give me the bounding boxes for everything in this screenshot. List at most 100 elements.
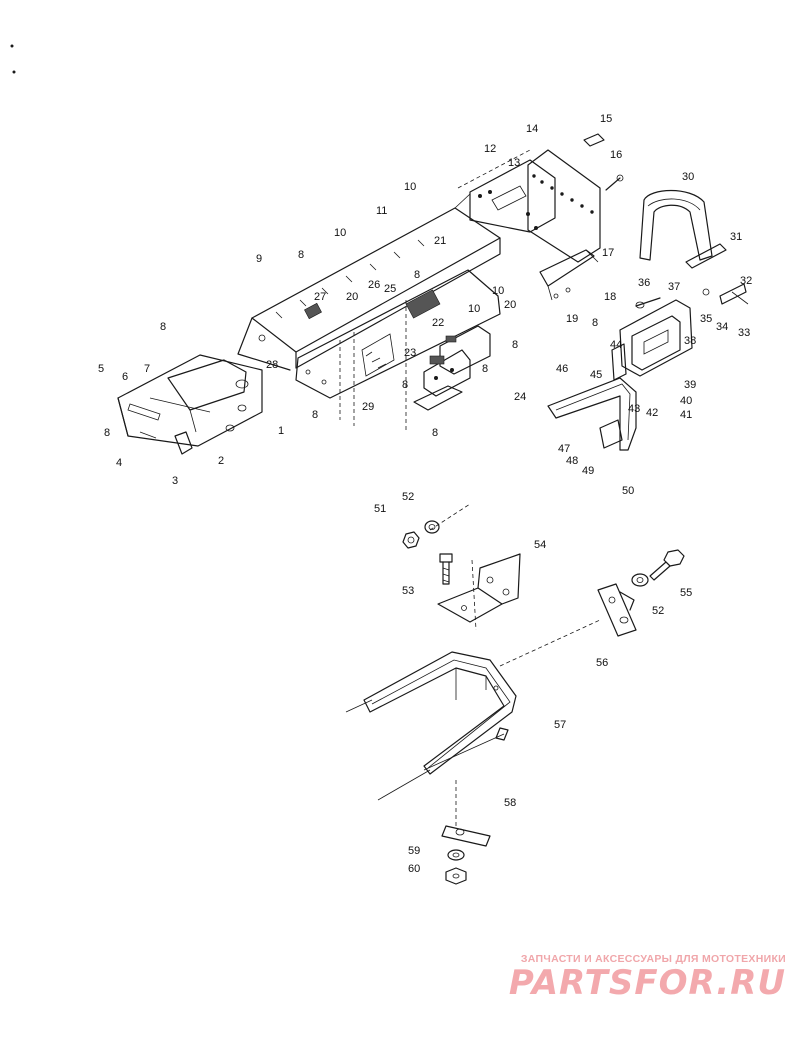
callout-15: 15 [600, 113, 612, 125]
callout-28: 28 [266, 359, 278, 371]
callout-54: 54 [534, 539, 546, 551]
callout-46: 46 [556, 363, 568, 375]
callout-5: 5 [98, 363, 104, 375]
callout-29: 29 [362, 401, 374, 413]
callout-8: 8 [402, 379, 408, 391]
callout-8: 8 [312, 409, 318, 421]
callout-57: 57 [554, 719, 566, 731]
callout-43: 43 [628, 403, 640, 415]
bolt-53 [439, 553, 453, 585]
washer-59 [447, 849, 465, 861]
callout-10: 10 [492, 285, 504, 297]
callout-10: 10 [334, 227, 346, 239]
brackets-22-24 [413, 325, 491, 411]
callout-9: 9 [256, 253, 262, 265]
callout-8: 8 [482, 363, 488, 375]
callout-40: 40 [680, 395, 692, 407]
callout-56: 56 [596, 657, 608, 669]
callout-53: 53 [402, 585, 414, 597]
callout-16: 16 [610, 149, 622, 161]
callout-21: 21 [434, 235, 446, 247]
callout-19: 19 [566, 313, 578, 325]
callout-4: 4 [116, 457, 122, 469]
callout-58: 58 [504, 797, 516, 809]
callout-17: 17 [602, 247, 614, 259]
callout-8: 8 [592, 317, 598, 329]
callout-36: 36 [638, 277, 650, 289]
stray-mark [12, 70, 16, 74]
mount-bracket-54 [437, 553, 521, 623]
callout-24: 24 [514, 391, 526, 403]
rear-brace [539, 249, 599, 301]
callout-37: 37 [668, 281, 680, 293]
callout-3: 3 [172, 475, 178, 487]
stray-mark [10, 44, 14, 48]
callout-44: 44 [610, 339, 622, 351]
callout-60: 60 [408, 863, 420, 875]
center-line [471, 559, 477, 631]
rear-bumper-loop [547, 377, 637, 451]
callout-14: 14 [526, 123, 538, 135]
pin-36 [635, 297, 661, 309]
callout-10: 10 [404, 181, 416, 193]
callout-7: 7 [144, 363, 150, 375]
watermark: ЗАПЧАСТИ И АКСЕССУАРЫ ДЛЯ МОТОТЕХНИКИ PA… [509, 953, 786, 1001]
callout-10: 10 [468, 303, 480, 315]
callout-20: 20 [346, 291, 358, 303]
rear-bumper-block [469, 159, 556, 233]
flap-plate [583, 133, 605, 147]
callout-8: 8 [298, 249, 304, 261]
callout-26: 26 [368, 279, 380, 291]
callout-31: 31 [730, 231, 742, 243]
tunnel [237, 149, 531, 371]
callout-8: 8 [104, 427, 110, 439]
callout-39: 39 [684, 379, 696, 391]
callout-51: 51 [374, 503, 386, 515]
nut-60 [445, 867, 467, 885]
callout-12: 12 [484, 143, 496, 155]
callout-42: 42 [646, 407, 658, 419]
callout-52: 52 [402, 491, 414, 503]
grab-handle [685, 243, 727, 269]
watermark-logo: PARTSFOR.RU [508, 963, 786, 1003]
callout-34: 34 [716, 321, 728, 333]
callout-59: 59 [408, 845, 420, 857]
front-pan [117, 354, 263, 455]
callout-50: 50 [622, 485, 634, 497]
running-board [295, 269, 501, 432]
callout-6: 6 [122, 371, 128, 383]
callout-20: 20 [504, 299, 516, 311]
callout-8: 8 [414, 269, 420, 281]
seat-back [639, 190, 713, 261]
center-line [499, 619, 601, 667]
snow-flap [527, 149, 601, 263]
callout-22: 22 [432, 317, 444, 329]
flap-screw [605, 174, 624, 191]
callout-23: 23 [404, 347, 416, 359]
callout-49: 49 [582, 465, 594, 477]
callout-55: 55 [680, 587, 692, 599]
callout-25: 25 [384, 283, 396, 295]
callout-45: 45 [590, 369, 602, 381]
callout-1: 1 [278, 425, 284, 437]
callout-33: 33 [738, 327, 750, 339]
callout-32: 32 [740, 275, 752, 287]
center-line [429, 503, 471, 531]
callout-38: 38 [684, 335, 696, 347]
washer-52-right [631, 573, 649, 587]
callout-41: 41 [680, 409, 692, 421]
callout-47: 47 [558, 443, 570, 455]
callout-8: 8 [512, 339, 518, 351]
callout-8: 8 [432, 427, 438, 439]
callout-11: 11 [376, 205, 387, 217]
callout-52: 52 [652, 605, 664, 617]
nut-51 [402, 531, 420, 549]
callout-48: 48 [566, 455, 578, 467]
side-plate-56 [597, 583, 637, 637]
callout-8: 8 [160, 321, 166, 333]
callout-30: 30 [682, 171, 694, 183]
washer-52-left [424, 520, 440, 534]
strap-58 [441, 825, 491, 847]
